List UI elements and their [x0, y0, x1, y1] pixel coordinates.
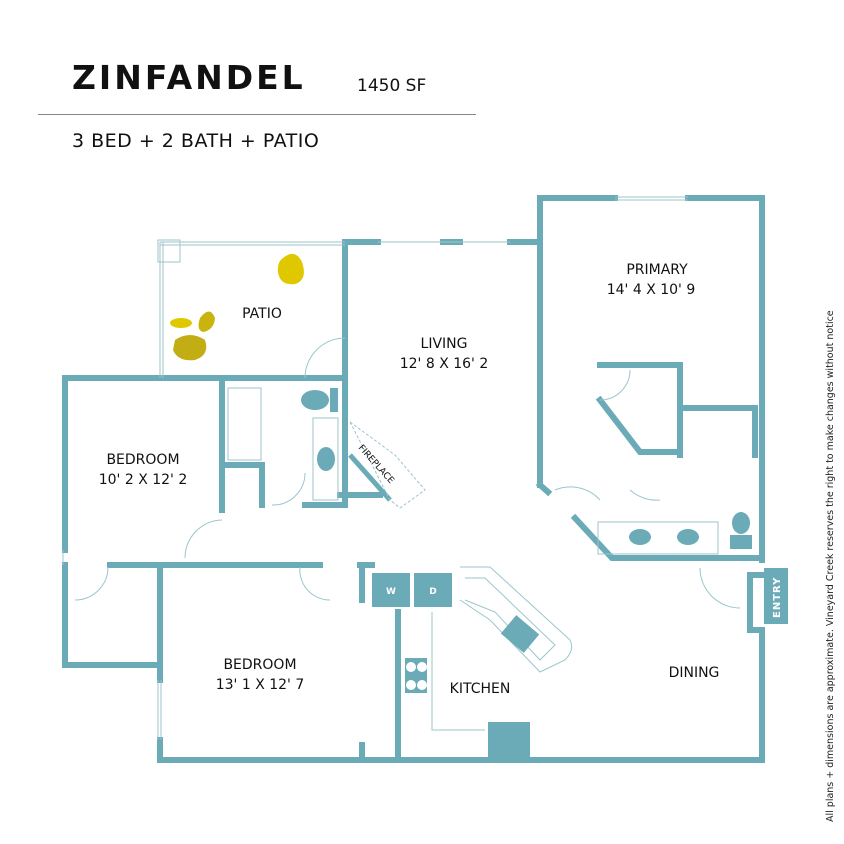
room-label-kitchen: KITCHEN [450, 681, 511, 697]
square-footage: 1450 SF [357, 76, 427, 96]
room-dims-living: 12' 8 X 16' 2 [400, 356, 489, 372]
room-dims-bedroom-2: 13' 1 X 12' 7 [216, 677, 305, 693]
fixtures [301, 388, 752, 758]
room-label-primary: PRIMARY [626, 262, 688, 278]
sink-icon [677, 529, 699, 545]
sink-icon [317, 447, 335, 471]
header-divider [38, 114, 476, 115]
sink-icon [629, 529, 651, 545]
windows [62, 196, 741, 740]
room-dims-primary: 14' 4 X 10' 9 [607, 282, 696, 298]
entry-tag [764, 568, 788, 624]
washer [372, 573, 410, 607]
burners [406, 662, 427, 690]
entry-label: ENTRY [772, 577, 783, 618]
toilet-icon [301, 390, 329, 410]
toilet-icon [732, 512, 750, 534]
patio-stones [170, 253, 304, 361]
room-dims-bedroom-1: 10' 2 X 12' 2 [99, 472, 188, 488]
plan-name: ZINFANDEL [72, 58, 306, 97]
sink-icon [500, 615, 540, 653]
room-label-patio: PATIO [242, 306, 282, 322]
room-label-bedroom-1: BEDROOM [106, 452, 179, 468]
room-label-living: LIVING [421, 336, 468, 352]
dryer-label: D [429, 587, 436, 597]
dryer [414, 573, 452, 607]
room-label-dining: DINING [669, 665, 720, 681]
room-label-bedroom-2: BEDROOM [223, 657, 296, 673]
fridge [488, 722, 530, 758]
plan-summary: 3 BED + 2 BATH + PATIO [72, 130, 320, 152]
washer-label: W [386, 587, 396, 597]
